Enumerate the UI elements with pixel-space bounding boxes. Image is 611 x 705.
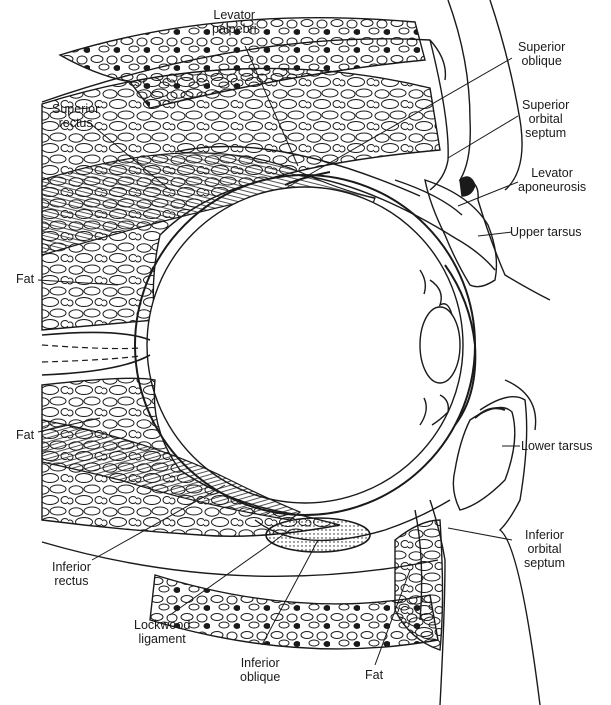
leader-inferior-orbital-septum [448, 528, 512, 540]
orbital-floor-outline [42, 542, 438, 576]
lower-tarsus-plate [453, 408, 514, 511]
optic-nerve-sheath-2 [42, 356, 140, 362]
upper-lid-margin [460, 177, 475, 196]
label-lockwood-ligament: Lockwood ligament [134, 618, 190, 646]
label-fat-upper: Fat [16, 272, 34, 286]
optic-nerve-lower [42, 355, 150, 375]
label-levator-palpebri: Levator palpebri [212, 8, 256, 36]
label-upper-tarsus: Upper tarsus [510, 225, 582, 239]
label-levator-aponeurosis: Levator aponeurosis [518, 166, 586, 194]
label-fat-middle: Fat [16, 428, 34, 442]
optic-nerve-upper [42, 332, 150, 340]
label-superior-orbital-septum: Superior orbital septum [522, 98, 569, 140]
leader-superior-orbital-septum [448, 116, 518, 158]
label-inferior-oblique: Inferior oblique [240, 656, 280, 684]
label-fat-lower: Fat [365, 668, 383, 682]
label-superior-rectus: Superior rectus [52, 102, 99, 130]
label-superior-oblique: Superior oblique [518, 40, 565, 68]
label-inferior-orbital-septum: Inferior orbital septum [524, 528, 565, 570]
label-inferior-rectus: Inferior rectus [52, 560, 91, 588]
eyeball-inner [147, 187, 463, 503]
lower-lid-outer [505, 380, 536, 430]
optic-nerve-sheath [42, 345, 140, 349]
upper-lid-outer [490, 0, 522, 190]
label-lower-tarsus: Lower tarsus [521, 439, 593, 453]
lower-lid-margin [475, 408, 505, 418]
leader-upper-tarsus [478, 232, 512, 236]
